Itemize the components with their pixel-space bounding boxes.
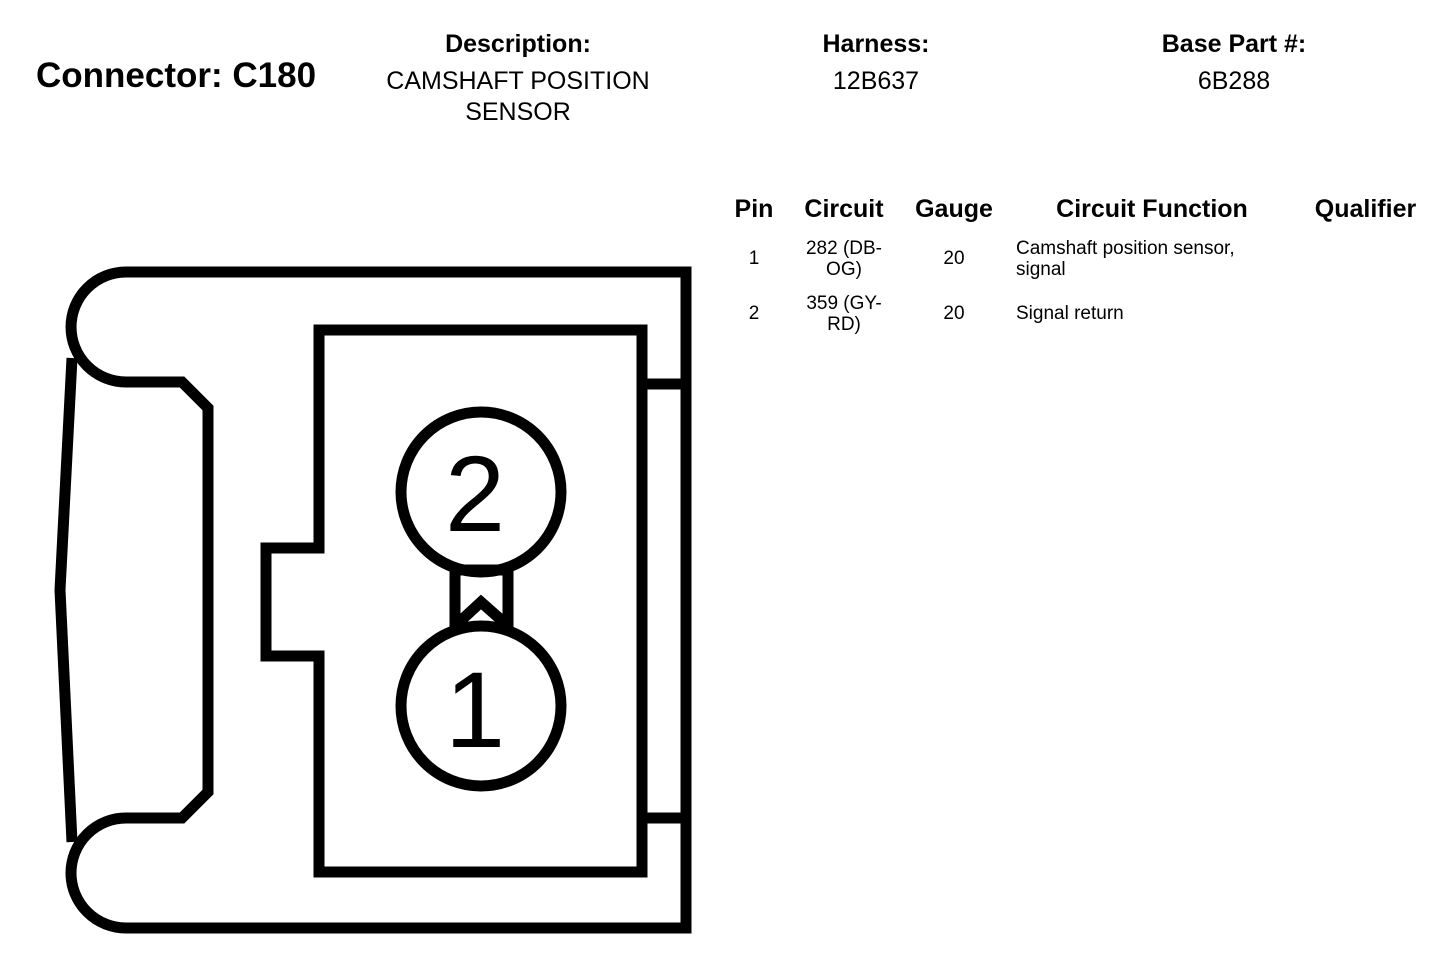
cell-circuit-line-2: RD) (827, 313, 861, 335)
harness-label: Harness: (822, 30, 930, 58)
description-value: CAMSHAFT POSITION SENSOR (358, 66, 678, 128)
col-header-function: Circuit Function (1056, 195, 1248, 223)
base-part-block: Base Part #: 6B288 (1134, 30, 1334, 97)
cell-pin: 2 (748, 303, 760, 324)
base-part-value: 6B288 (1197, 67, 1271, 95)
description-line-1: CAMSHAFT POSITION (386, 67, 650, 95)
connector-title: Connector: C180 (36, 56, 317, 95)
cell-function-line-1: Signal return (1016, 303, 1124, 324)
cell-function-line-2: signal (1016, 258, 1066, 280)
pin-label-1: 1 (445, 649, 505, 770)
table-row: 1 282 (DB- OG) 20 Camshaft position sens… (722, 231, 1433, 286)
cell-gauge: 20 (943, 303, 965, 324)
harness-value: 12B637 (832, 67, 920, 95)
description-label: Description: (445, 30, 591, 58)
col-header-pin: Pin (734, 195, 774, 223)
table-header-row: Pin Circuit Gauge Circuit Function Quali… (722, 195, 1433, 231)
harness-block: Harness: 12B637 (776, 30, 976, 97)
housing-left-face (54, 357, 78, 843)
cell-circuit-line-2: OG) (826, 258, 862, 280)
cell-function-line-1: Camshaft position sensor, (1016, 237, 1235, 259)
cell-circuit-line-1: 282 (DB- (805, 237, 883, 259)
base-part-label: Base Part #: (1161, 30, 1307, 58)
pin-table: Pin Circuit Gauge Circuit Function Quali… (722, 195, 1433, 341)
col-header-circuit: Circuit (804, 195, 884, 223)
cell-function: Signal return (1006, 286, 1298, 341)
pin-label-2: 2 (445, 433, 505, 554)
cell-circuit-line-1: 359 (GY- (806, 292, 882, 314)
col-header-gauge: Gauge (915, 195, 993, 223)
housing-outline (65, 266, 692, 934)
col-header-qualifier: Qualifier (1314, 195, 1417, 223)
description-block: Description: CAMSHAFT POSITION SENSOR (358, 30, 678, 128)
description-line-2: SENSOR (465, 98, 571, 126)
pin-cavity-1 (395, 620, 567, 792)
cell-function: Camshaft position sensor, signal (1006, 231, 1298, 286)
pin-cavity-2 (395, 406, 567, 578)
cell-pin: 1 (748, 248, 760, 269)
cell-circuit: 359 (GY- RD) (786, 286, 902, 341)
cell-circuit: 282 (DB- OG) (786, 231, 902, 286)
terminal-block (260, 324, 648, 878)
polarizing-key (449, 564, 514, 631)
cell-gauge: 20 (943, 248, 965, 269)
table-row: 2 359 (GY- RD) 20 Signal return (722, 286, 1433, 341)
